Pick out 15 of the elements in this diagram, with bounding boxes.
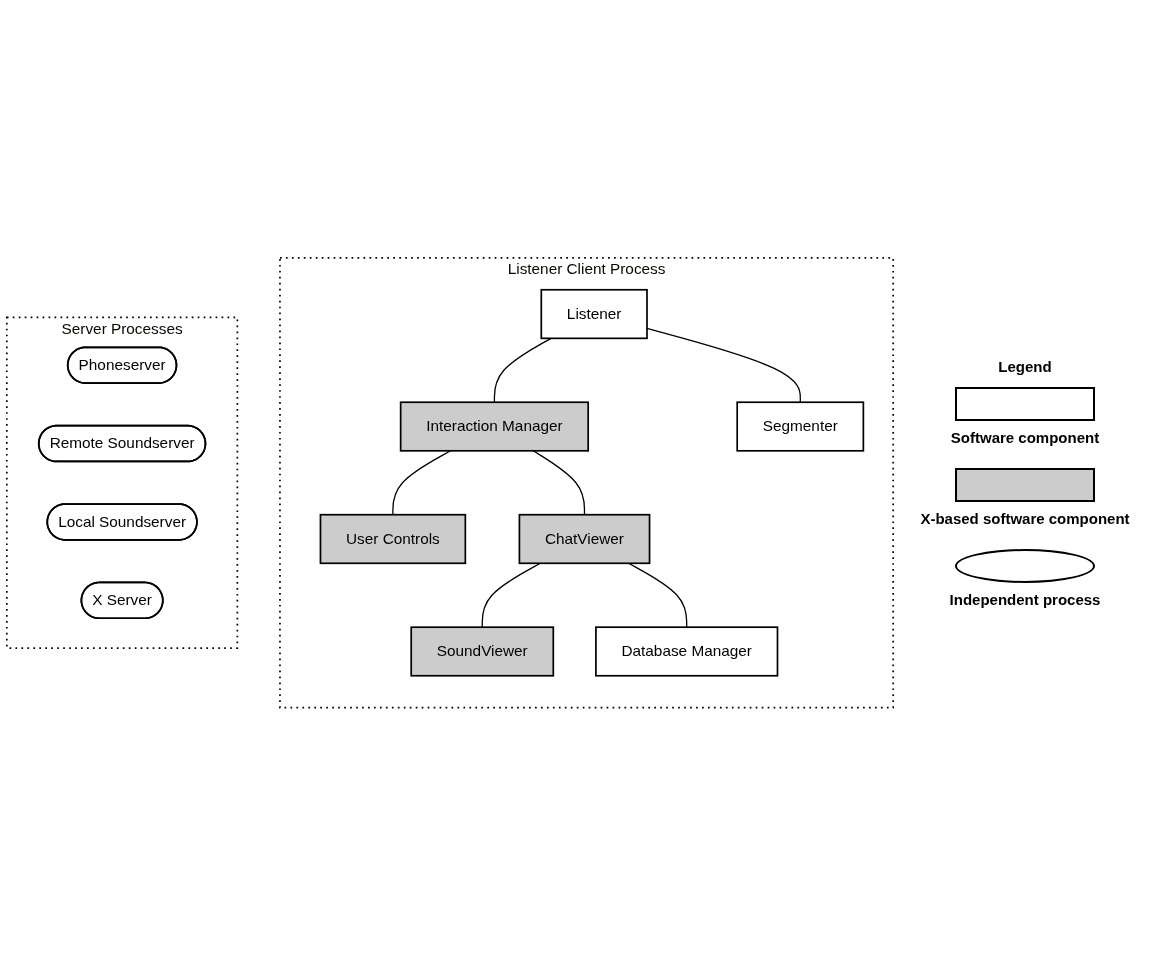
node-box: Database Manager <box>595 626 779 677</box>
connector <box>627 562 688 629</box>
node-box: Segmenter <box>736 401 865 452</box>
connector <box>532 450 586 516</box>
legend-title: Legend <box>998 358 1052 375</box>
legend-entry: Independent process <box>949 549 1101 608</box>
connector <box>481 562 541 629</box>
node-box: Interaction Manager <box>399 401 590 452</box>
legend-text: X-based software component <box>920 510 1130 527</box>
node-box: SoundViewer <box>410 626 555 677</box>
connector <box>493 337 552 404</box>
legend-text: Software component <box>950 429 1100 446</box>
node-box: User Controls <box>319 514 467 565</box>
node-box: ChatViewer <box>518 514 651 565</box>
node-box: Listener <box>540 289 648 340</box>
